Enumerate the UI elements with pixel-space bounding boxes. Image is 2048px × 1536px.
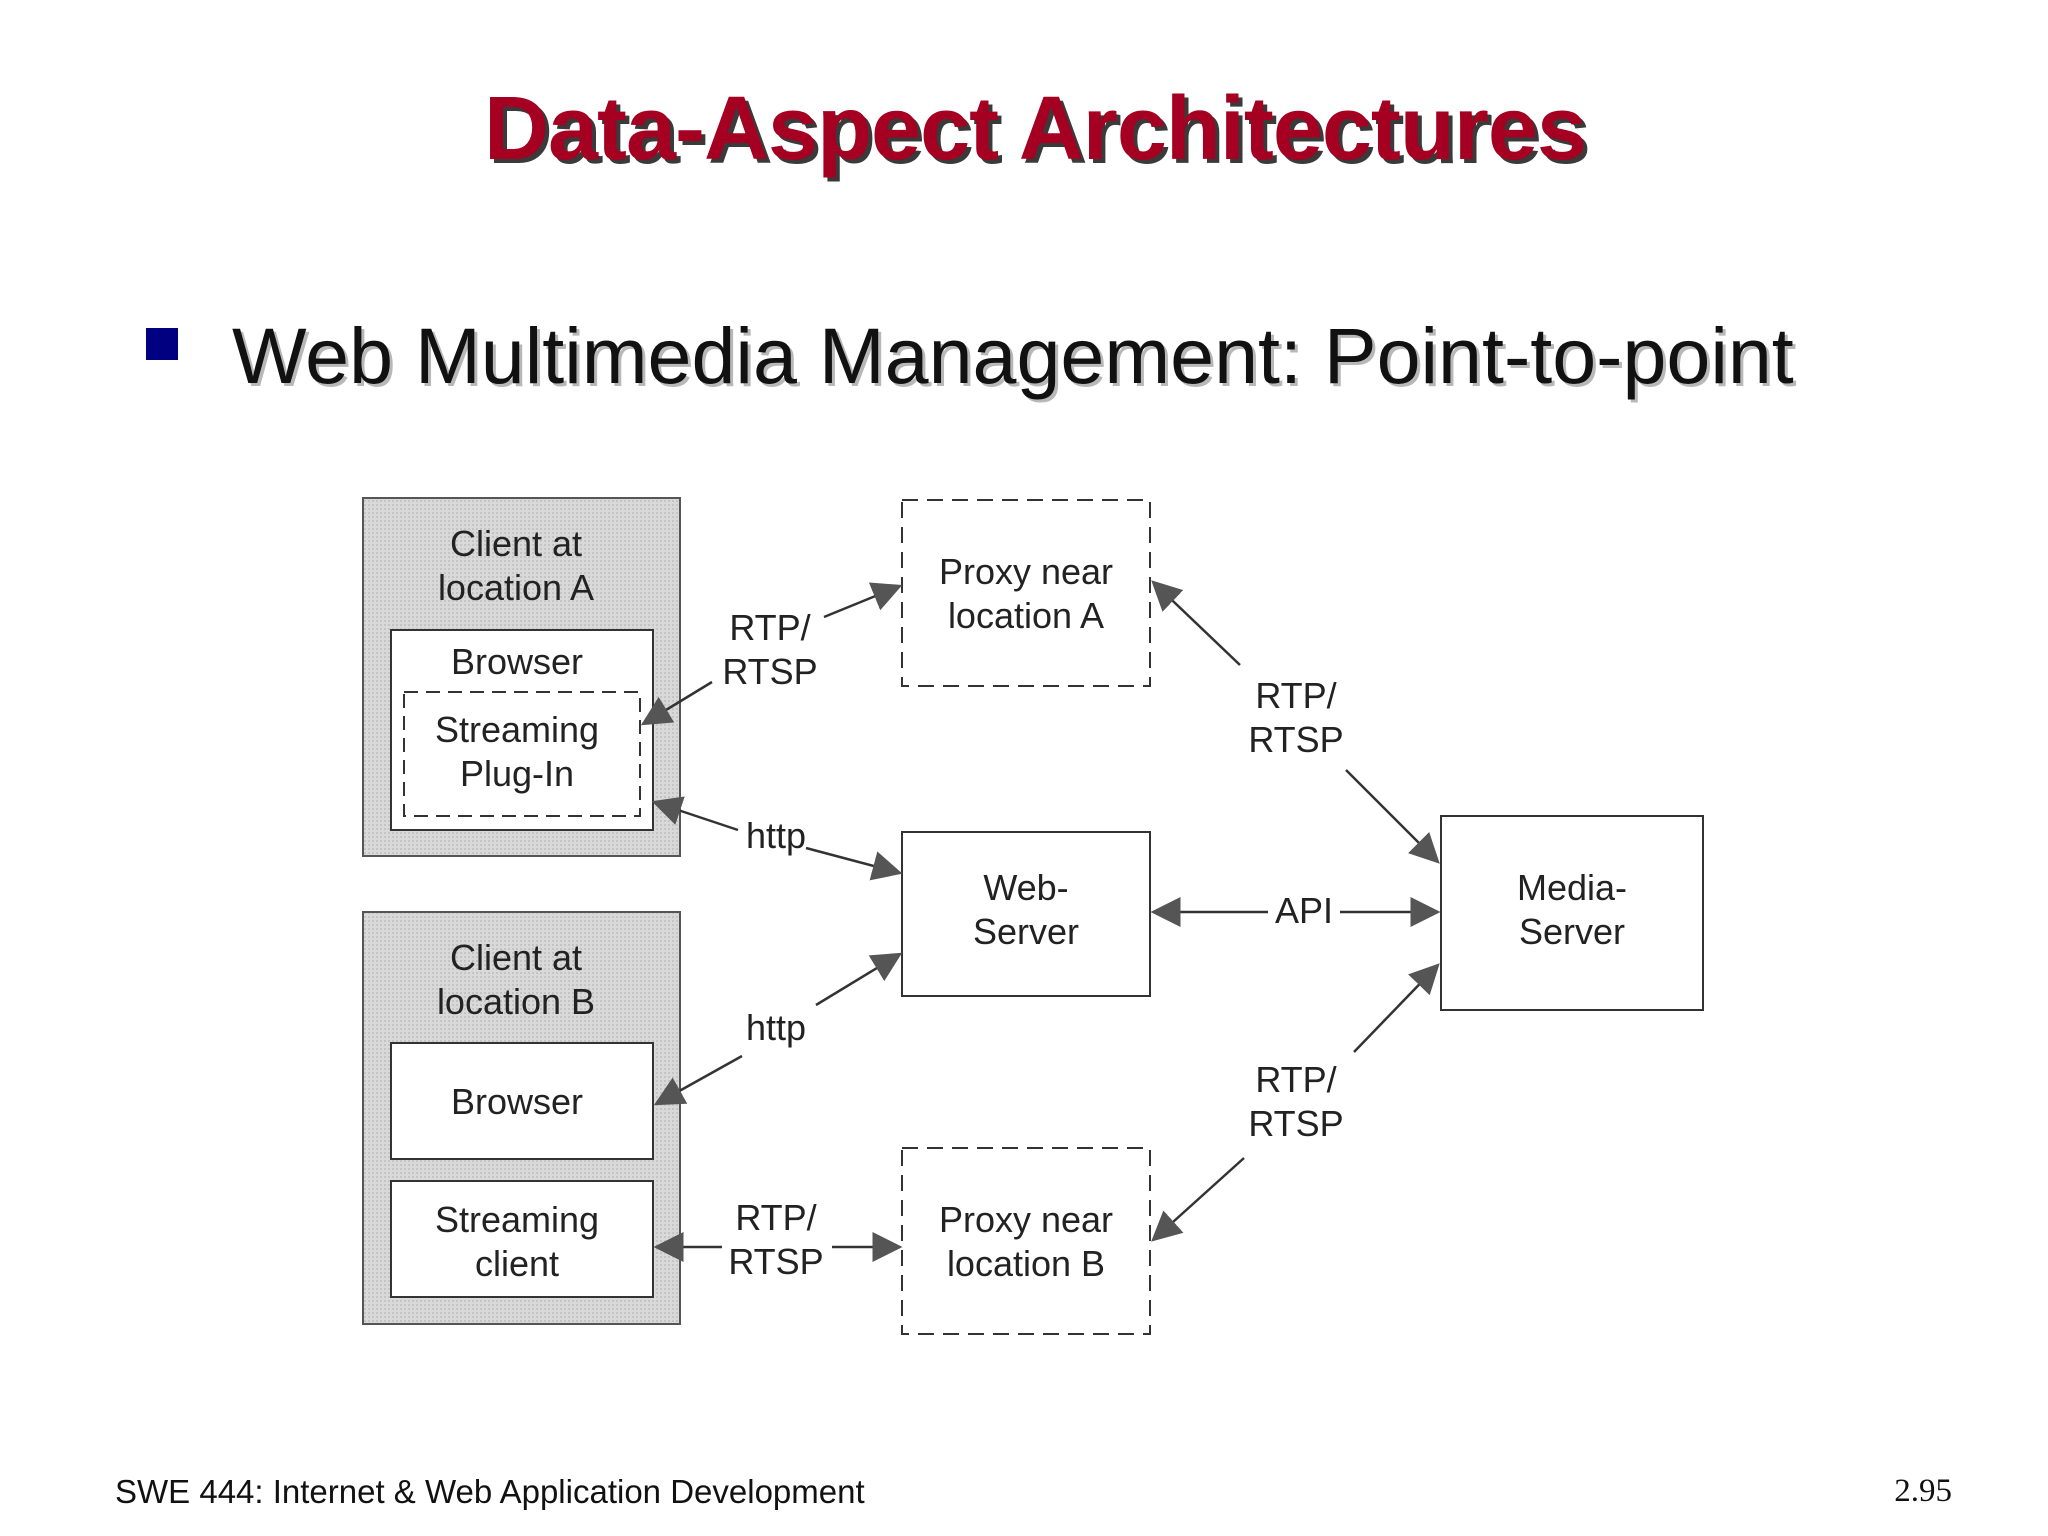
proxy-a-box: Proxy near location A — [901, 499, 1151, 687]
web-server-line2: Server — [973, 911, 1079, 952]
proxy-b-line1: Proxy near — [939, 1199, 1113, 1240]
client-a-title-line2: location A — [438, 567, 594, 608]
label-rtp-proxy-a-line2: RTSP — [1248, 719, 1343, 760]
streaming-client-line2: client — [475, 1243, 559, 1284]
connector-plugin-proxy-a-upper — [823, 582, 903, 619]
streaming-client-box: Streaming client — [390, 1180, 654, 1298]
client-b-title-line2: location B — [437, 981, 595, 1022]
proxy-a-line2: location A — [948, 595, 1104, 636]
streaming-client-line1: Streaming — [435, 1199, 599, 1240]
web-server-box: Web- Server — [901, 831, 1151, 997]
label-http-b: http — [746, 1007, 806, 1048]
plugin-label-line1: Streaming — [435, 709, 599, 750]
connector-plugin-http — [651, 796, 739, 832]
label-api: API — [1275, 890, 1333, 931]
connector-proxy-a-rtp — [1151, 580, 1241, 666]
media-server-line2: Server — [1519, 911, 1625, 952]
label-rtp-proxy-b-line1: RTP/ — [1255, 1059, 1336, 1100]
connector-browser-b-http — [653, 1054, 743, 1106]
bullet-marker — [146, 328, 178, 360]
plugin-label-line2: Plug-In — [460, 753, 574, 794]
proxy-a-line1: Proxy near — [939, 551, 1113, 592]
label-rtp-b-line1: RTP/ — [735, 1197, 816, 1238]
media-server-box: Media- Server — [1440, 815, 1704, 1011]
footer-course: SWE 444: Internet & Web Application Deve… — [115, 1473, 865, 1510]
proxy-b-box: Proxy near location B — [901, 1147, 1151, 1335]
streaming-plugin-box: Streaming Plug-In — [403, 691, 641, 817]
slide-title: Data-Aspect Architectures — [483, 79, 1587, 179]
footer-page-number: 2.95 — [1894, 1473, 1952, 1509]
client-b-browser-box: Browser — [390, 1042, 654, 1160]
connector-rtp-media-b — [1353, 963, 1440, 1053]
label-rtp-b-line2: RTSP — [728, 1241, 823, 1282]
bullet-text: Web Multimedia Management: Point-to-poin… — [232, 311, 1794, 400]
connector-proxy-b-rtp — [1151, 1157, 1245, 1242]
media-server-line1: Media- — [1517, 867, 1627, 908]
label-rtp-proxy-b-line2: RTSP — [1248, 1103, 1343, 1144]
client-a-title-line1: Client at — [450, 523, 582, 564]
connector-plugin-proxy-a — [640, 680, 713, 726]
connector-rtp-media-a — [1345, 769, 1440, 864]
connector-http-b-web-server — [815, 952, 903, 1007]
client-b-browser-label: Browser — [451, 1081, 583, 1122]
client-b-title-line1: Client at — [450, 937, 582, 978]
label-http-a: http — [746, 815, 806, 856]
proxy-b-line2: location B — [947, 1243, 1105, 1284]
connector-http-web-server — [805, 846, 903, 881]
web-server-line1: Web- — [983, 867, 1068, 908]
label-rtp-proxy-a-line1: RTP/ — [1255, 675, 1336, 716]
label-rtp-a-line1: RTP/ — [729, 607, 810, 648]
client-a-browser-label: Browser — [451, 641, 583, 682]
label-rtp-a-line2: RTSP — [722, 651, 817, 692]
